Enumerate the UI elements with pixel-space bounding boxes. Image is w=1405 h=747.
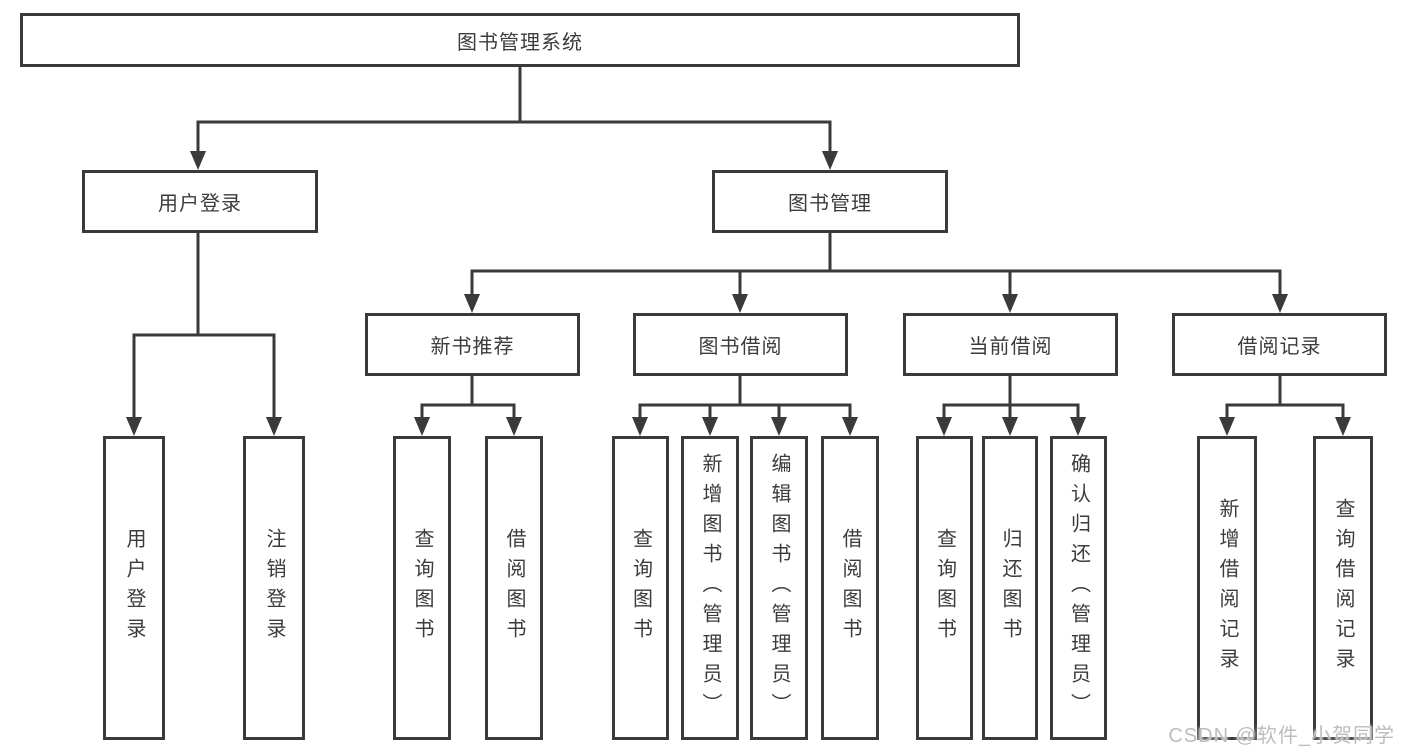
leaf-borrow-books-recommend: 借阅图书 [485,436,543,740]
node-label: 图书管理系统 [457,31,583,54]
node-book-management-module: 图书管理 [712,170,948,233]
leaf-logout: 注销登录 [243,436,305,740]
node-label: 注销登录 [263,528,285,648]
leaf-edit-book-admin: 编辑图书（管理员） [750,436,808,740]
leaf-add-book-admin: 新增图书（管理员） [681,436,739,740]
node-user-login-module: 用户登录 [82,170,318,233]
node-label: 图书借阅 [698,336,783,358]
leaf-query-books-current: 查询图书 [916,436,973,740]
node-label: 新增图书（管理员） [699,453,721,723]
node-label: 编辑图书（管理员） [768,453,790,723]
node-borrow-records: 借阅记录 [1172,313,1387,376]
node-label: 借阅图书 [503,528,525,648]
node-label: 借阅记录 [1237,336,1322,358]
node-label: 查询图书 [629,528,652,648]
leaf-user-login: 用户登录 [103,436,165,740]
node-label: 当前借阅 [968,336,1053,358]
connector-lines [132,65,1345,421]
node-label: 查询借阅记录 [1332,498,1354,678]
node-root-system: 图书管理系统 [20,13,1020,67]
node-label: 新增借阅记录 [1216,498,1238,678]
node-label: 用户登录 [123,528,145,648]
node-label: 图书管理 [788,193,872,215]
node-label: 查询图书 [411,528,433,648]
csdn-watermark: CSDN @软件_小贺同学 [1168,725,1395,747]
node-label: 查询图书 [933,528,956,648]
node-label: 新书推荐 [430,336,515,358]
arrowheads [126,151,1351,436]
leaf-query-books-recommend: 查询图书 [393,436,451,740]
node-current-borrow: 当前借阅 [903,313,1118,376]
node-new-book-recommend: 新书推荐 [365,313,580,376]
leaf-borrow-books: 借阅图书 [821,436,879,740]
node-label: 借阅图书 [839,528,861,648]
node-book-borrow: 图书借阅 [633,313,848,376]
node-label: 归还图书 [999,528,1021,648]
node-label: 用户登录 [158,193,242,215]
leaf-return-books: 归还图书 [982,436,1038,740]
leaf-query-borrow-record: 查询借阅记录 [1313,436,1373,740]
node-label: 确认归还（管理员） [1067,453,1090,723]
leaf-query-books-borrow: 查询图书 [612,436,669,740]
leaf-confirm-return-admin: 确认归还（管理员） [1050,436,1107,740]
leaf-add-borrow-record: 新增借阅记录 [1197,436,1257,740]
